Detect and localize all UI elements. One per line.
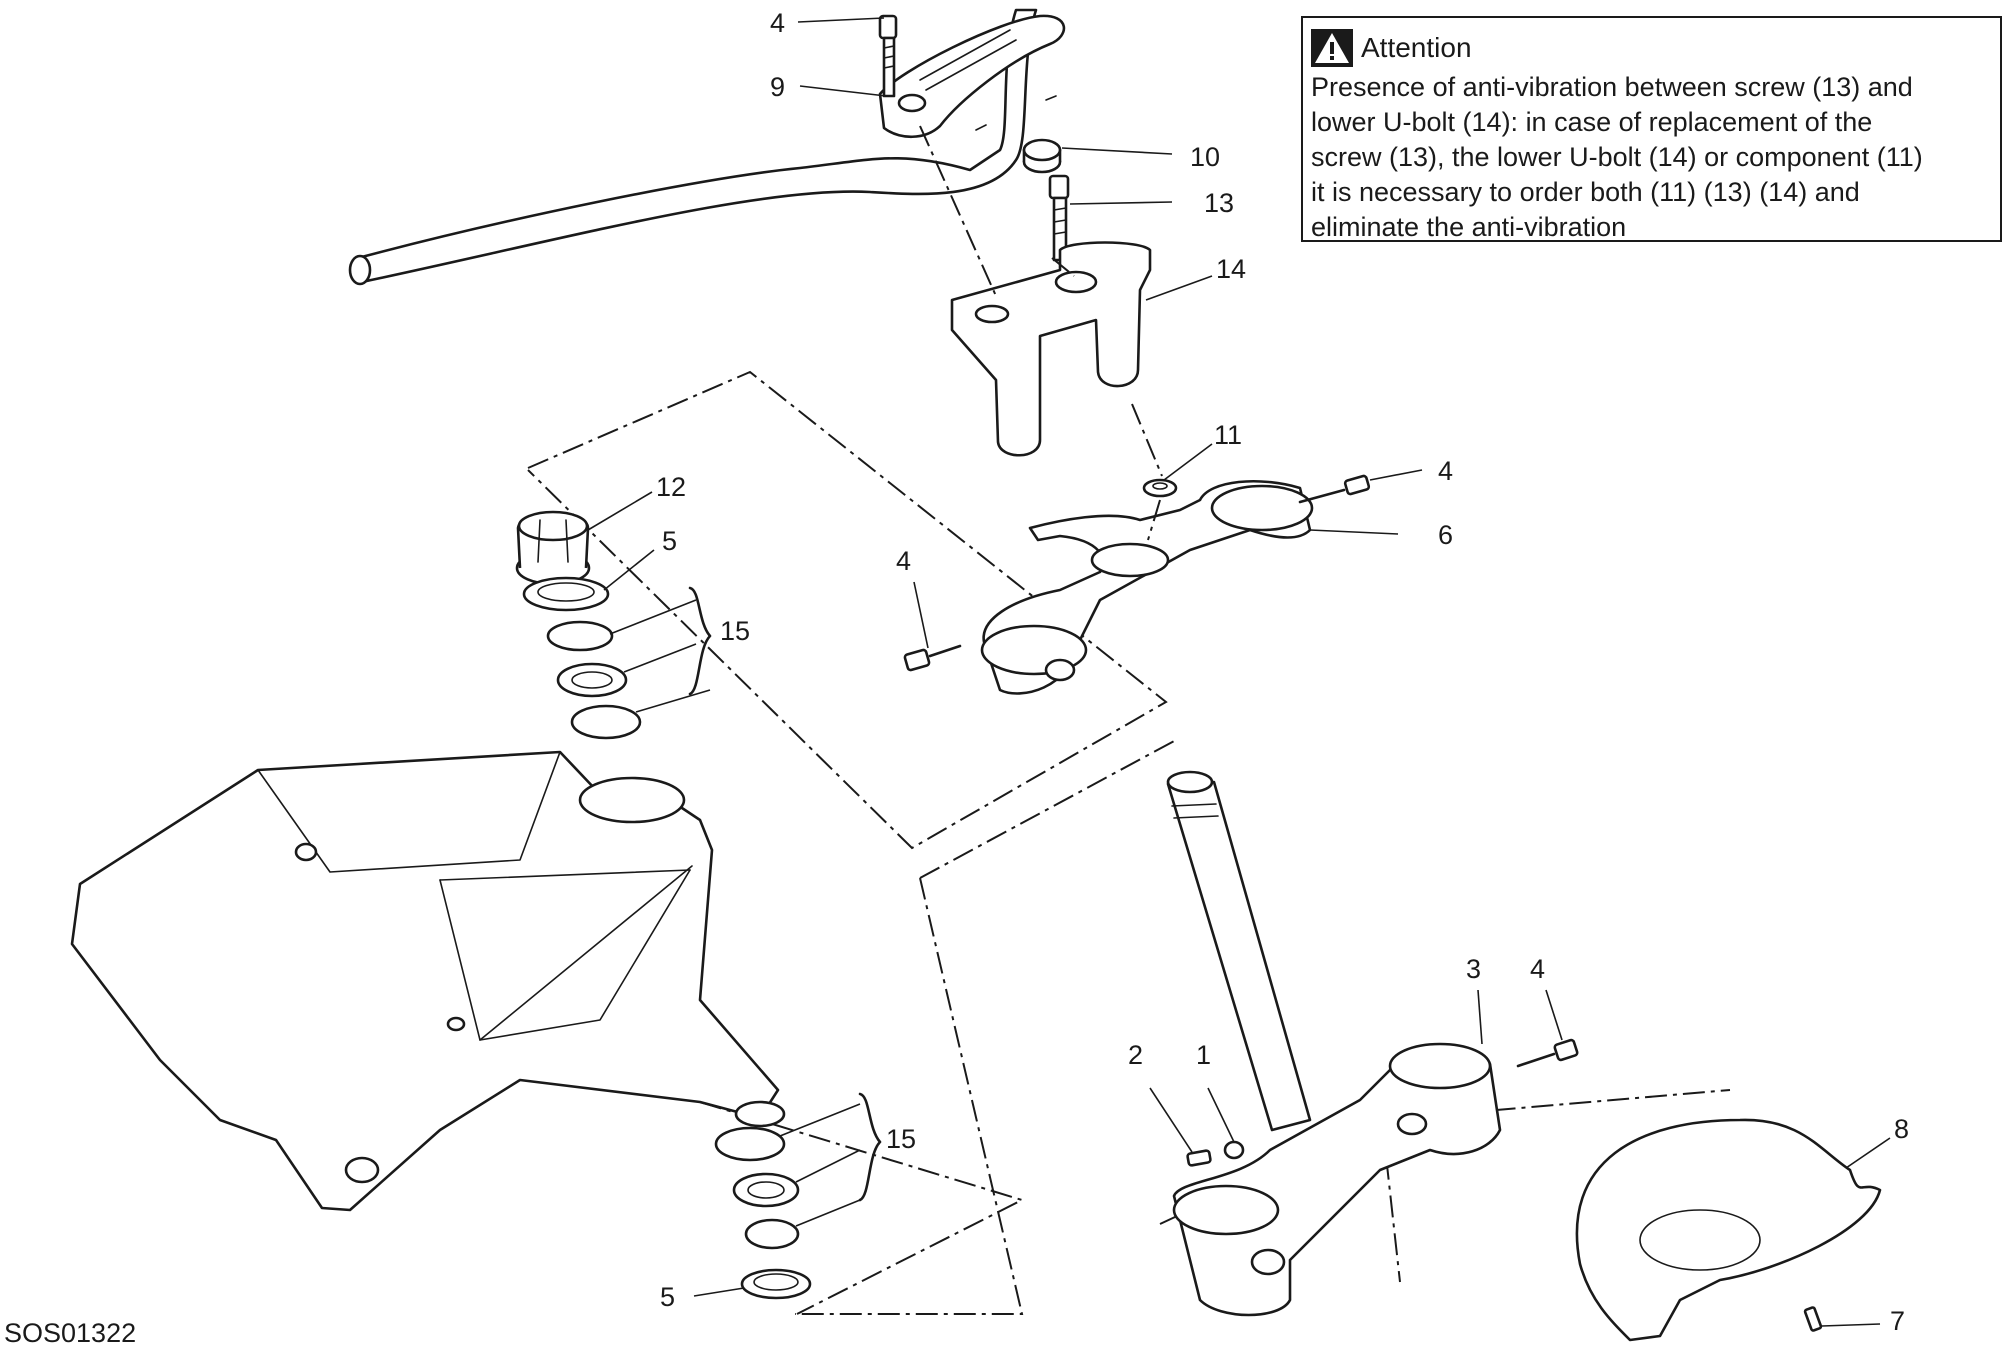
attention-body: Presence of anti-vibration between screw… — [1311, 70, 1990, 245]
bearing-set-part-15-upper — [546, 586, 712, 740]
screw-part-2 — [1186, 1149, 1212, 1167]
seal-part-5-upper — [522, 576, 610, 612]
callout-8: 8 — [1894, 1114, 1909, 1144]
callout-10: 10 — [1190, 142, 1220, 172]
cap-part-10 — [1022, 138, 1062, 174]
steering-stem — [1166, 770, 1312, 1132]
callout-4: 4 — [1438, 456, 1453, 486]
drawing-code: SOS01322 — [4, 1318, 137, 1348]
bearing-set-part-15-lower — [714, 1092, 882, 1250]
callout-4: 4 — [1530, 954, 1545, 984]
lower-triple-clamp-part-3 — [1172, 1042, 1502, 1317]
seal-part-5-lower — [740, 1268, 812, 1300]
assembly-box-upper — [527, 370, 1168, 850]
lower-u-bolt-part-14 — [950, 241, 1152, 457]
washer-part-1 — [1223, 1140, 1245, 1160]
ring-nut-part-12 — [515, 510, 591, 586]
callout-13: 13 — [1204, 188, 1234, 218]
callout-labels: 4 9 10 13 14 11 4 6 4 12 5 15 15 5 2 1 3… — [656, 8, 1909, 1336]
callout-5: 5 — [660, 1282, 675, 1312]
attention-line: lower U-bolt (14): in case of replacemen… — [1311, 107, 1873, 137]
callout-7: 7 — [1890, 1306, 1905, 1336]
warning-triangle-icon — [1311, 29, 1353, 67]
bolt-part-4-top — [878, 14, 898, 98]
bolt-part-4-left — [903, 644, 962, 672]
callout-4: 4 — [770, 8, 785, 38]
bolt-part-4-lower — [1516, 1038, 1579, 1068]
callout-9: 9 — [770, 72, 785, 102]
callout-1: 1 — [1196, 1040, 1211, 1070]
callout-5: 5 — [662, 526, 677, 556]
callout-6: 6 — [1438, 520, 1453, 550]
attention-line: screw (13), the lower U-bolt (14) or com… — [1311, 142, 1923, 172]
leader-lines — [587, 17, 1891, 1327]
assembly-box-headset-bottom — [699, 1101, 1025, 1315]
washer-part-11 — [1142, 478, 1178, 498]
callout-12: 12 — [656, 472, 686, 502]
attention-line: Presence of anti-vibration between screw… — [1311, 72, 1913, 102]
attention-note-header: Attention — [1311, 28, 1990, 68]
frame — [70, 750, 786, 1212]
callout-3: 3 — [1466, 954, 1481, 984]
attention-note: Attention Presence of anti-vibration bet… — [1301, 16, 2002, 242]
attention-title: Attention — [1361, 32, 1472, 63]
top-triple-clamp-part-6 — [980, 479, 1314, 695]
attention-line: it is necessary to order both (11) (13) … — [1311, 177, 1860, 207]
axis-lines — [919, 125, 1163, 541]
callout-14: 14 — [1216, 254, 1246, 284]
upper-clamp-part-9 — [878, 14, 1066, 139]
callout-15: 15 — [886, 1124, 916, 1154]
callout-4: 4 — [896, 546, 911, 576]
screw-part-13 — [1048, 174, 1070, 262]
handlebar — [348, 8, 1057, 286]
callout-15: 15 — [720, 616, 750, 646]
screw-part-7 — [1803, 1306, 1823, 1332]
cover-part-8 — [1575, 1118, 1882, 1342]
attention-line: eliminate the anti-vibration — [1311, 212, 1627, 242]
callout-2: 2 — [1128, 1040, 1143, 1070]
bolt-part-4-right — [1298, 474, 1371, 504]
callout-11: 11 — [1214, 420, 1242, 450]
